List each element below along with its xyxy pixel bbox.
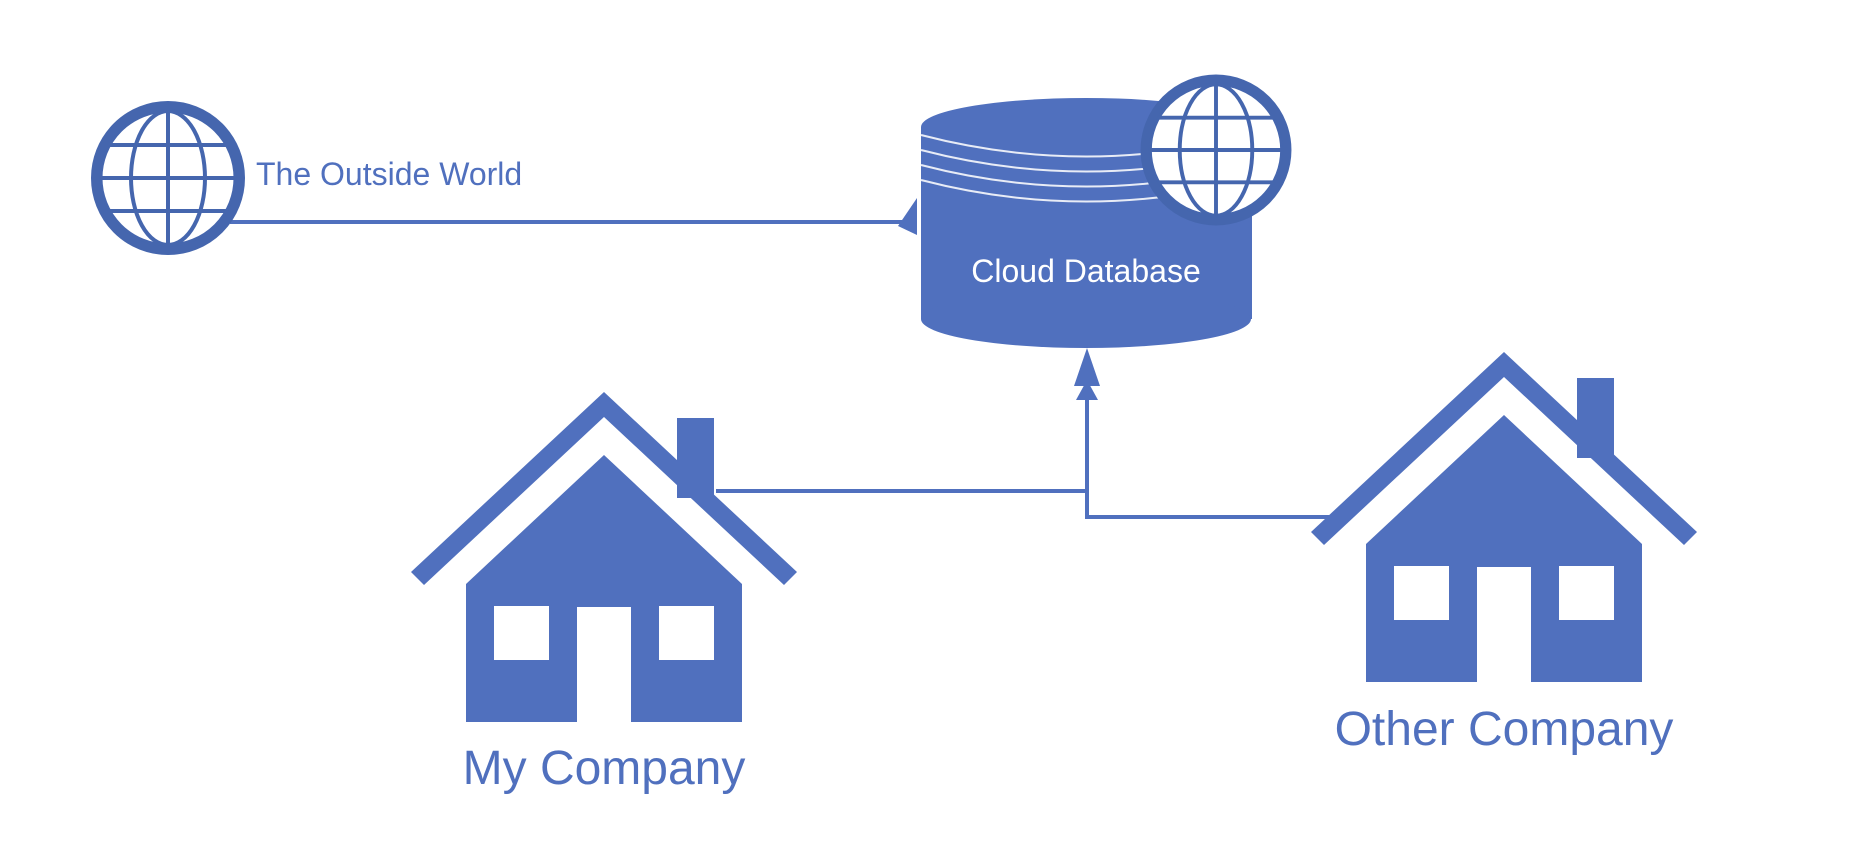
outside-world-node: The Outside World <box>96 106 522 250</box>
globe-icon <box>96 106 240 250</box>
cloud-database-label: Cloud Database <box>971 253 1200 289</box>
edge-outside-arrowhead <box>898 198 917 235</box>
other-company-node: Other Company <box>1311 352 1697 756</box>
outside-world-label: The Outside World <box>256 156 522 192</box>
my-company-node: My Company <box>411 392 797 795</box>
my-company-label: My Company <box>463 742 746 795</box>
cloud-database-node: Cloud Database <box>920 79 1287 348</box>
connectors <box>230 198 1333 519</box>
house-icon <box>1311 352 1697 682</box>
edge-othercompany-to-db <box>1085 491 1333 519</box>
house-icon <box>411 392 797 722</box>
globe-icon <box>1145 79 1286 220</box>
edge-mycompany-to-db <box>716 358 1089 493</box>
edge-db-arrowhead-2 <box>1076 380 1098 400</box>
edge-db-arrowhead <box>1074 348 1100 386</box>
other-company-label: Other Company <box>1335 703 1674 756</box>
